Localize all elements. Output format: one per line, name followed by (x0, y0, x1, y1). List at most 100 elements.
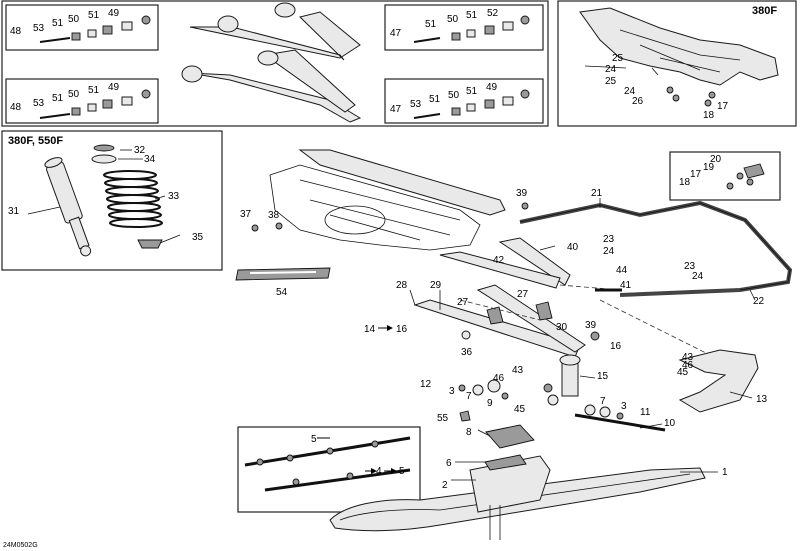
callout-label: 46 (493, 373, 505, 384)
ski-1 (329, 454, 706, 540)
callout-label: 35 (192, 232, 204, 243)
callout-label: 39 (585, 320, 597, 331)
callout-label: 51 (429, 94, 441, 105)
callout-label: 51 (52, 93, 64, 104)
callout-label: 43 (512, 365, 524, 376)
callout-label: 29 (430, 280, 442, 291)
callout-label: 5 (311, 434, 317, 445)
callout-label: 47 (390, 28, 402, 39)
bracket-20 (743, 163, 765, 179)
callout-label: 37 (240, 209, 252, 220)
steering-rod-outline (519, 202, 791, 291)
bolt-18 (704, 99, 712, 107)
bushing-bottom (181, 65, 203, 83)
callout-label: 42 (493, 255, 505, 266)
shock-inset: 380F, 550F (1, 130, 223, 271)
callout-label: 16 (396, 324, 408, 335)
bushing-top (217, 15, 239, 33)
bolt-stack-bottom-right (413, 89, 530, 119)
callout-label: 28 (396, 280, 408, 291)
callout-label: 51 (88, 85, 100, 96)
coil-spring (103, 170, 163, 228)
bolt-stack-top-left (39, 15, 151, 43)
callout-label: 4 (376, 466, 382, 477)
callout-label: 51 (88, 10, 100, 21)
callout-label: 18 (679, 177, 691, 188)
callout-label: 36 (461, 347, 473, 358)
bolt-stack-right (574, 404, 666, 432)
hardware-box-bottom-left (5, 78, 159, 124)
badge-54 (235, 267, 331, 281)
bumper-27a (535, 301, 553, 321)
callout-label: 46 (682, 360, 694, 371)
callout-label: 20 (710, 154, 722, 165)
callout-label: 51 (466, 86, 478, 97)
callout-label: 17 (717, 101, 729, 112)
runner-inset (237, 426, 421, 513)
lower-a-arm-link (476, 284, 586, 353)
callout-label: 24 (605, 64, 617, 75)
upper-arm-top (189, 11, 361, 61)
spring-seat-35 (137, 239, 163, 249)
callout-label: 49 (486, 82, 498, 93)
upper-a-arm-42 (439, 251, 561, 289)
callout-label: 3 (621, 401, 627, 412)
chassis-outline (269, 164, 481, 251)
callout-label: 24 (603, 246, 615, 257)
bolt-37 (251, 224, 259, 232)
hardware-box-top-right (384, 4, 544, 51)
callout-label: 21 (591, 188, 603, 199)
callout-label: 24 (624, 86, 636, 97)
callout-label: 51 (52, 18, 64, 29)
spring-clip-32 (93, 144, 115, 152)
callout-label: 24 (692, 271, 704, 282)
washer-17 (708, 91, 716, 99)
chassis-ribs (619, 29, 741, 73)
callout-label: 53 (33, 98, 45, 109)
callout-label: 10 (664, 418, 676, 429)
callout-label: 45 (677, 367, 689, 378)
callout-label: 54 (276, 287, 288, 298)
callout-label: 51 (425, 19, 437, 30)
chassis-380f-inset: 380F (557, 0, 797, 127)
callout-label: 2 (442, 480, 448, 491)
bolt-stack-top-right (413, 15, 530, 43)
spring-retainer-34 (91, 154, 117, 164)
callout-label: 23 (603, 234, 615, 245)
callout-label: 14 (364, 324, 376, 335)
callout-label: 25 (605, 76, 617, 87)
callout-label: 47 (390, 104, 402, 115)
callout-label: 19 (703, 162, 715, 173)
leader-lines (27, 149, 756, 481)
callout-label: 30 (556, 322, 568, 333)
callout-label: 40 (567, 242, 579, 253)
callout-label: 41 (620, 280, 632, 291)
front-cross-member (298, 149, 506, 216)
bolt-24a (584, 65, 627, 69)
figure-id: 24M0502G (3, 542, 38, 549)
callout-label: 50 (448, 90, 460, 101)
callout-label: 23 (684, 261, 696, 272)
inset-title: 380F, 550F (8, 135, 63, 147)
chassis-frame (579, 7, 779, 86)
callout-label: 11 (640, 407, 651, 418)
bolt-25 (651, 67, 659, 76)
main-chassis (251, 149, 529, 251)
bushing-bottom-2 (257, 50, 279, 66)
upper-arm-bottom (189, 72, 362, 123)
washer-26 (672, 94, 680, 102)
ski-bracket-13 (678, 349, 759, 413)
callout-label: 51 (466, 10, 478, 21)
callout-label: 7 (466, 391, 472, 402)
callout-label: 49 (108, 82, 120, 93)
callout-label: 13 (756, 394, 768, 405)
spindle-15 (559, 354, 581, 397)
callout-label: 18 (703, 110, 715, 121)
callout-label: 27 (457, 297, 469, 308)
callout-label: 31 (8, 206, 20, 217)
callout-label: 48 (10, 26, 22, 37)
callout-label: 50 (68, 14, 80, 25)
callout-label: 50 (447, 14, 459, 25)
callout-label: 55 (437, 413, 449, 424)
